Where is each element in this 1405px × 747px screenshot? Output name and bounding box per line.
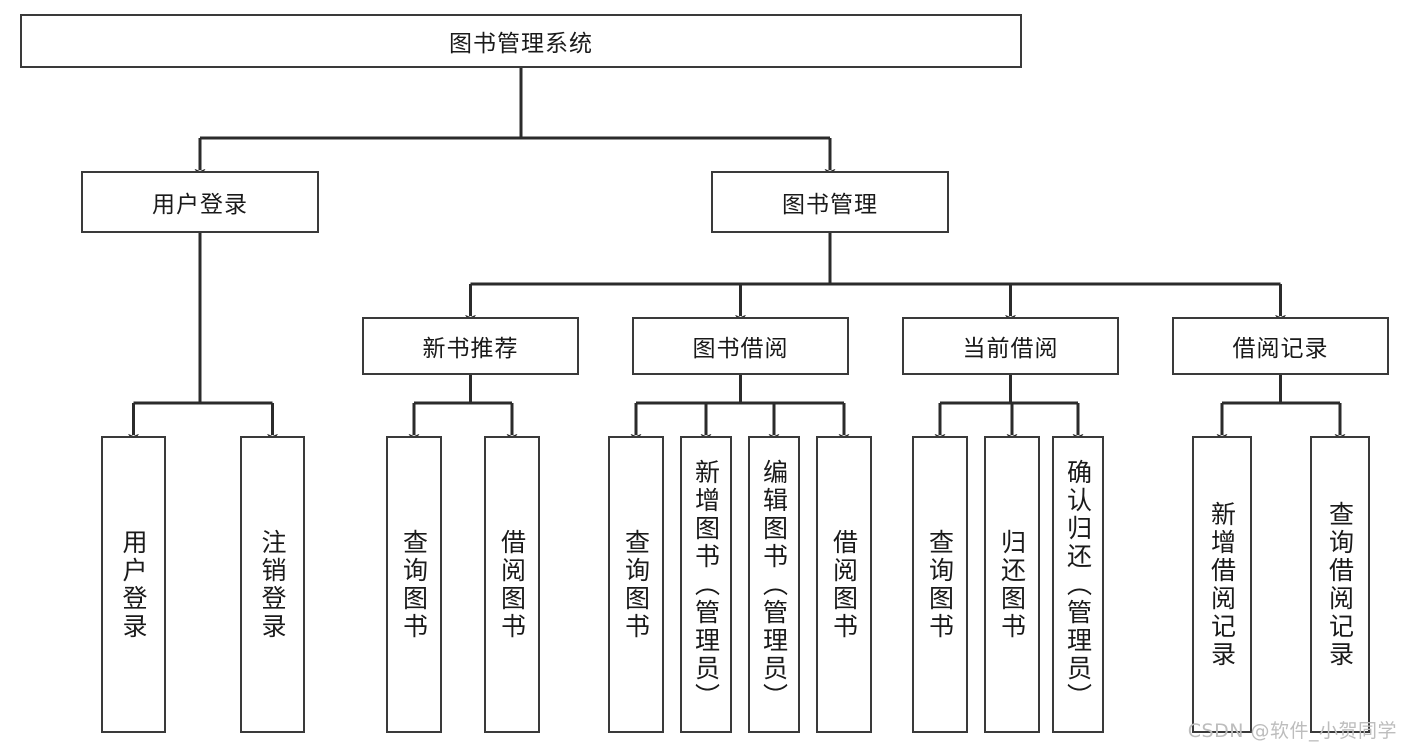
node-leaf12[interactable]: 新增借阅记录: [1192, 436, 1252, 733]
node-label: 查询借阅记录: [1325, 500, 1355, 669]
node-label: 借阅记录: [1232, 336, 1329, 362]
node-l2d[interactable]: 借阅记录: [1172, 317, 1389, 375]
edge-group: [128, 68, 1346, 443]
node-label: 查询图书: [925, 528, 955, 641]
node-leaf4[interactable]: 借阅图书: [484, 436, 540, 733]
node-label: 用户登录: [152, 192, 248, 218]
node-leaf7[interactable]: 编辑图书（管理员）: [748, 436, 800, 733]
node-label: 新增借阅记录: [1207, 500, 1237, 669]
node-label: 图书借阅: [692, 336, 789, 362]
node-label: 图书管理: [782, 192, 878, 218]
node-l2b[interactable]: 图书借阅: [632, 317, 849, 375]
node-label: 注销登录: [258, 528, 287, 641]
node-label: 新书推荐: [422, 336, 519, 362]
node-l1b[interactable]: 图书管理: [711, 171, 949, 233]
node-label: 编辑图书（管理员）: [759, 458, 789, 711]
node-l2a[interactable]: 新书推荐: [362, 317, 579, 375]
node-label: 归还图书: [997, 528, 1027, 641]
node-label: 借阅图书: [829, 528, 859, 641]
node-leaf9[interactable]: 查询图书: [912, 436, 968, 733]
node-leaf3[interactable]: 查询图书: [386, 436, 442, 733]
watermark-text: CSDN @软件_小贺同学: [1187, 720, 1397, 742]
node-label: 查询图书: [399, 528, 429, 641]
node-label: 确认归还（管理员）: [1063, 458, 1093, 711]
node-label: 借阅图书: [497, 528, 527, 641]
node-l1a[interactable]: 用户登录: [81, 171, 319, 233]
node-label: 图书管理系统: [449, 31, 593, 57]
node-leaf10[interactable]: 归还图书: [984, 436, 1040, 733]
node-leaf5[interactable]: 查询图书: [608, 436, 664, 733]
node-leaf1[interactable]: 用户登录: [101, 436, 166, 733]
node-leaf8[interactable]: 借阅图书: [816, 436, 872, 733]
node-label: 查询图书: [621, 528, 651, 641]
node-label: 当前借阅: [962, 336, 1059, 362]
node-leaf11[interactable]: 确认归还（管理员）: [1052, 436, 1104, 733]
node-l2c[interactable]: 当前借阅: [902, 317, 1119, 375]
node-label: 用户登录: [119, 528, 148, 641]
node-leaf13[interactable]: 查询借阅记录: [1310, 436, 1370, 733]
node-leaf2[interactable]: 注销登录: [240, 436, 305, 733]
node-leaf6[interactable]: 新增图书（管理员）: [680, 436, 732, 733]
node-root[interactable]: 图书管理系统: [20, 14, 1022, 68]
node-label: 新增图书（管理员）: [691, 458, 721, 711]
